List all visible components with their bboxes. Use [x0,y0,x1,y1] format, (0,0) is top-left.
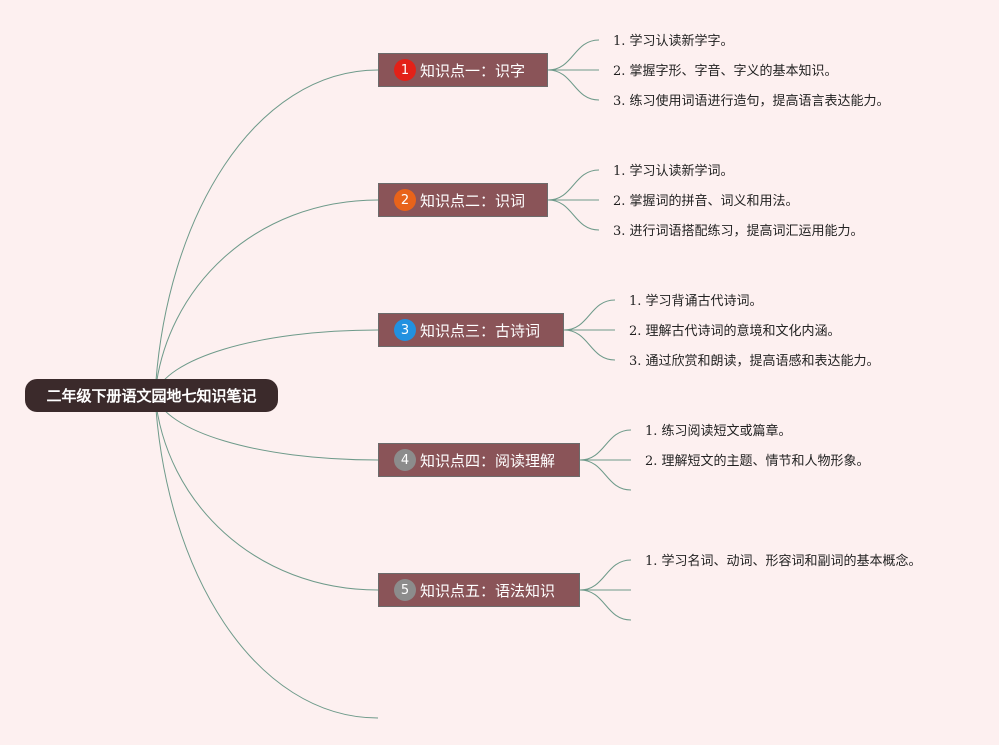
topic-node-grammar[interactable]: 5 知识点五：语法知识 [378,573,580,607]
root-connector [154,69,379,396]
topic-node-recognize-characters[interactable]: 1 知识点一：识字 [378,53,548,87]
leaf-connector [579,429,632,461]
root-connector [154,394,379,719]
subtopic-item[interactable]: 1. 学习背诵古代诗词。 [629,294,763,309]
number-badge-icon: 4 [394,449,416,471]
subtopic-item[interactable]: 2. 掌握字形、字音、字义的基本知识。 [613,64,838,79]
subtopic-item[interactable]: 3. 进行词语搭配练习，提高词汇运用能力。 [613,224,864,239]
subtopic-item[interactable]: 1. 练习阅读短文或篇章。 [645,424,792,439]
topic-label: 知识点一：识字 [420,61,526,80]
leaf-connector [579,589,632,621]
leaf-connector [579,559,632,591]
leaf-connector [547,39,600,71]
number-badge-icon: 5 [394,579,416,601]
leaf-connector [547,199,600,231]
topic-node-reading-comprehension[interactable]: 4 知识点四：阅读理解 [378,443,580,477]
topic-label: 知识点五：语法知识 [420,581,556,600]
root-topic-label: 二年级下册语文园地七知识笔记 [46,387,257,405]
number-badge-icon: 1 [394,59,416,81]
leaf-connector [547,169,600,201]
topic-node-recognize-words[interactable]: 2 知识点二：识词 [378,183,548,217]
leaf-connector [563,329,616,361]
subtopic-item[interactable]: 1. 学习名词、动词、形容词和副词的基本概念。 [645,554,922,569]
subtopic-item[interactable]: 2. 理解短文的主题、情节和人物形象。 [645,454,870,469]
topic-label: 知识点二：识词 [420,191,526,210]
number-badge-icon: 2 [394,189,416,211]
topic-label: 知识点三：古诗词 [420,321,541,340]
subtopic-item[interactable]: 3. 通过欣赏和朗读，提高语感和表达能力。 [629,354,880,369]
root-topic[interactable]: 二年级下册语文园地七知识笔记 [25,379,278,412]
topic-node-ancient-poetry[interactable]: 3 知识点三：古诗词 [378,313,564,347]
subtopic-item[interactable]: 2. 掌握词的拼音、词义和用法。 [613,194,799,209]
subtopic-item[interactable]: 1. 学习认读新学字。 [613,34,734,49]
root-connector [154,394,379,591]
subtopic-item[interactable]: 3. 练习使用词语进行造句，提高语言表达能力。 [613,94,890,109]
subtopic-item[interactable]: 1. 学习认读新学词。 [613,164,734,179]
leaf-connector [563,299,616,331]
root-connector [154,199,379,396]
leaf-connector [579,459,632,491]
leaf-connector [547,69,600,101]
subtopic-item[interactable]: 2. 理解古代诗词的意境和文化内涵。 [629,324,841,339]
number-badge-icon: 3 [394,319,416,341]
topic-label: 知识点四：阅读理解 [420,451,556,470]
